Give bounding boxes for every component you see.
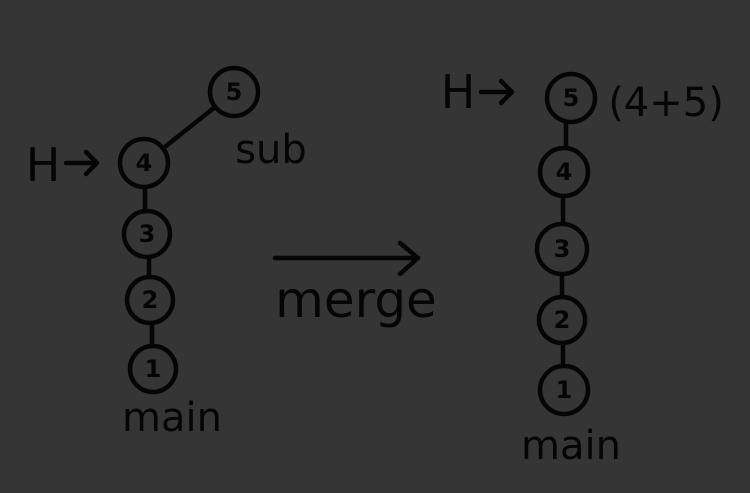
right-node-5-label: 5 [563, 84, 580, 112]
left-node-2: 2 [124, 274, 176, 326]
left-head-pointer: H [26, 138, 100, 192]
left-node-5: 5 [207, 65, 261, 119]
merge-label: merge [275, 271, 437, 329]
left-node-4: 4 [117, 136, 171, 190]
merge-arrow: merge [272, 240, 437, 329]
right-node-1-label: 1 [556, 376, 573, 404]
merge-arrow-head [397, 240, 421, 277]
left-head-arrow-head [83, 149, 100, 177]
right-head-pointer: H [441, 65, 515, 119]
right-node-3: 3 [534, 221, 590, 277]
left-node-2-label: 2 [142, 286, 159, 314]
right-node-4-label: 4 [556, 158, 573, 186]
left-graph: 1 2 3 4 5 H main sub [26, 65, 307, 441]
left-node-1: 1 [127, 343, 179, 395]
right-node-2: 2 [536, 294, 588, 346]
left-node-1-label: 1 [145, 355, 162, 383]
left-edge-4-5 [163, 104, 218, 149]
right-main-label: main [521, 423, 621, 469]
right-head-arrow-head [498, 78, 515, 106]
right-merge-note: (4+5) [608, 80, 724, 126]
left-node-5-label: 5 [226, 78, 243, 106]
right-node-2-label: 2 [554, 306, 571, 334]
right-node-1: 1 [537, 363, 591, 417]
left-node-3: 3 [121, 208, 173, 260]
left-node-3-label: 3 [139, 220, 156, 248]
right-node-3-label: 3 [554, 235, 571, 263]
right-graph: 1 2 3 4 5 (4+5) H main [441, 65, 724, 469]
right-node-4: 4 [537, 145, 591, 199]
left-sub-label: sub [235, 127, 307, 173]
right-node-5: 5 [544, 71, 598, 125]
left-head-label: H [26, 138, 61, 192]
left-node-4-label: 4 [136, 149, 153, 177]
right-head-label: H [441, 65, 476, 119]
left-main-label: main [122, 395, 222, 441]
